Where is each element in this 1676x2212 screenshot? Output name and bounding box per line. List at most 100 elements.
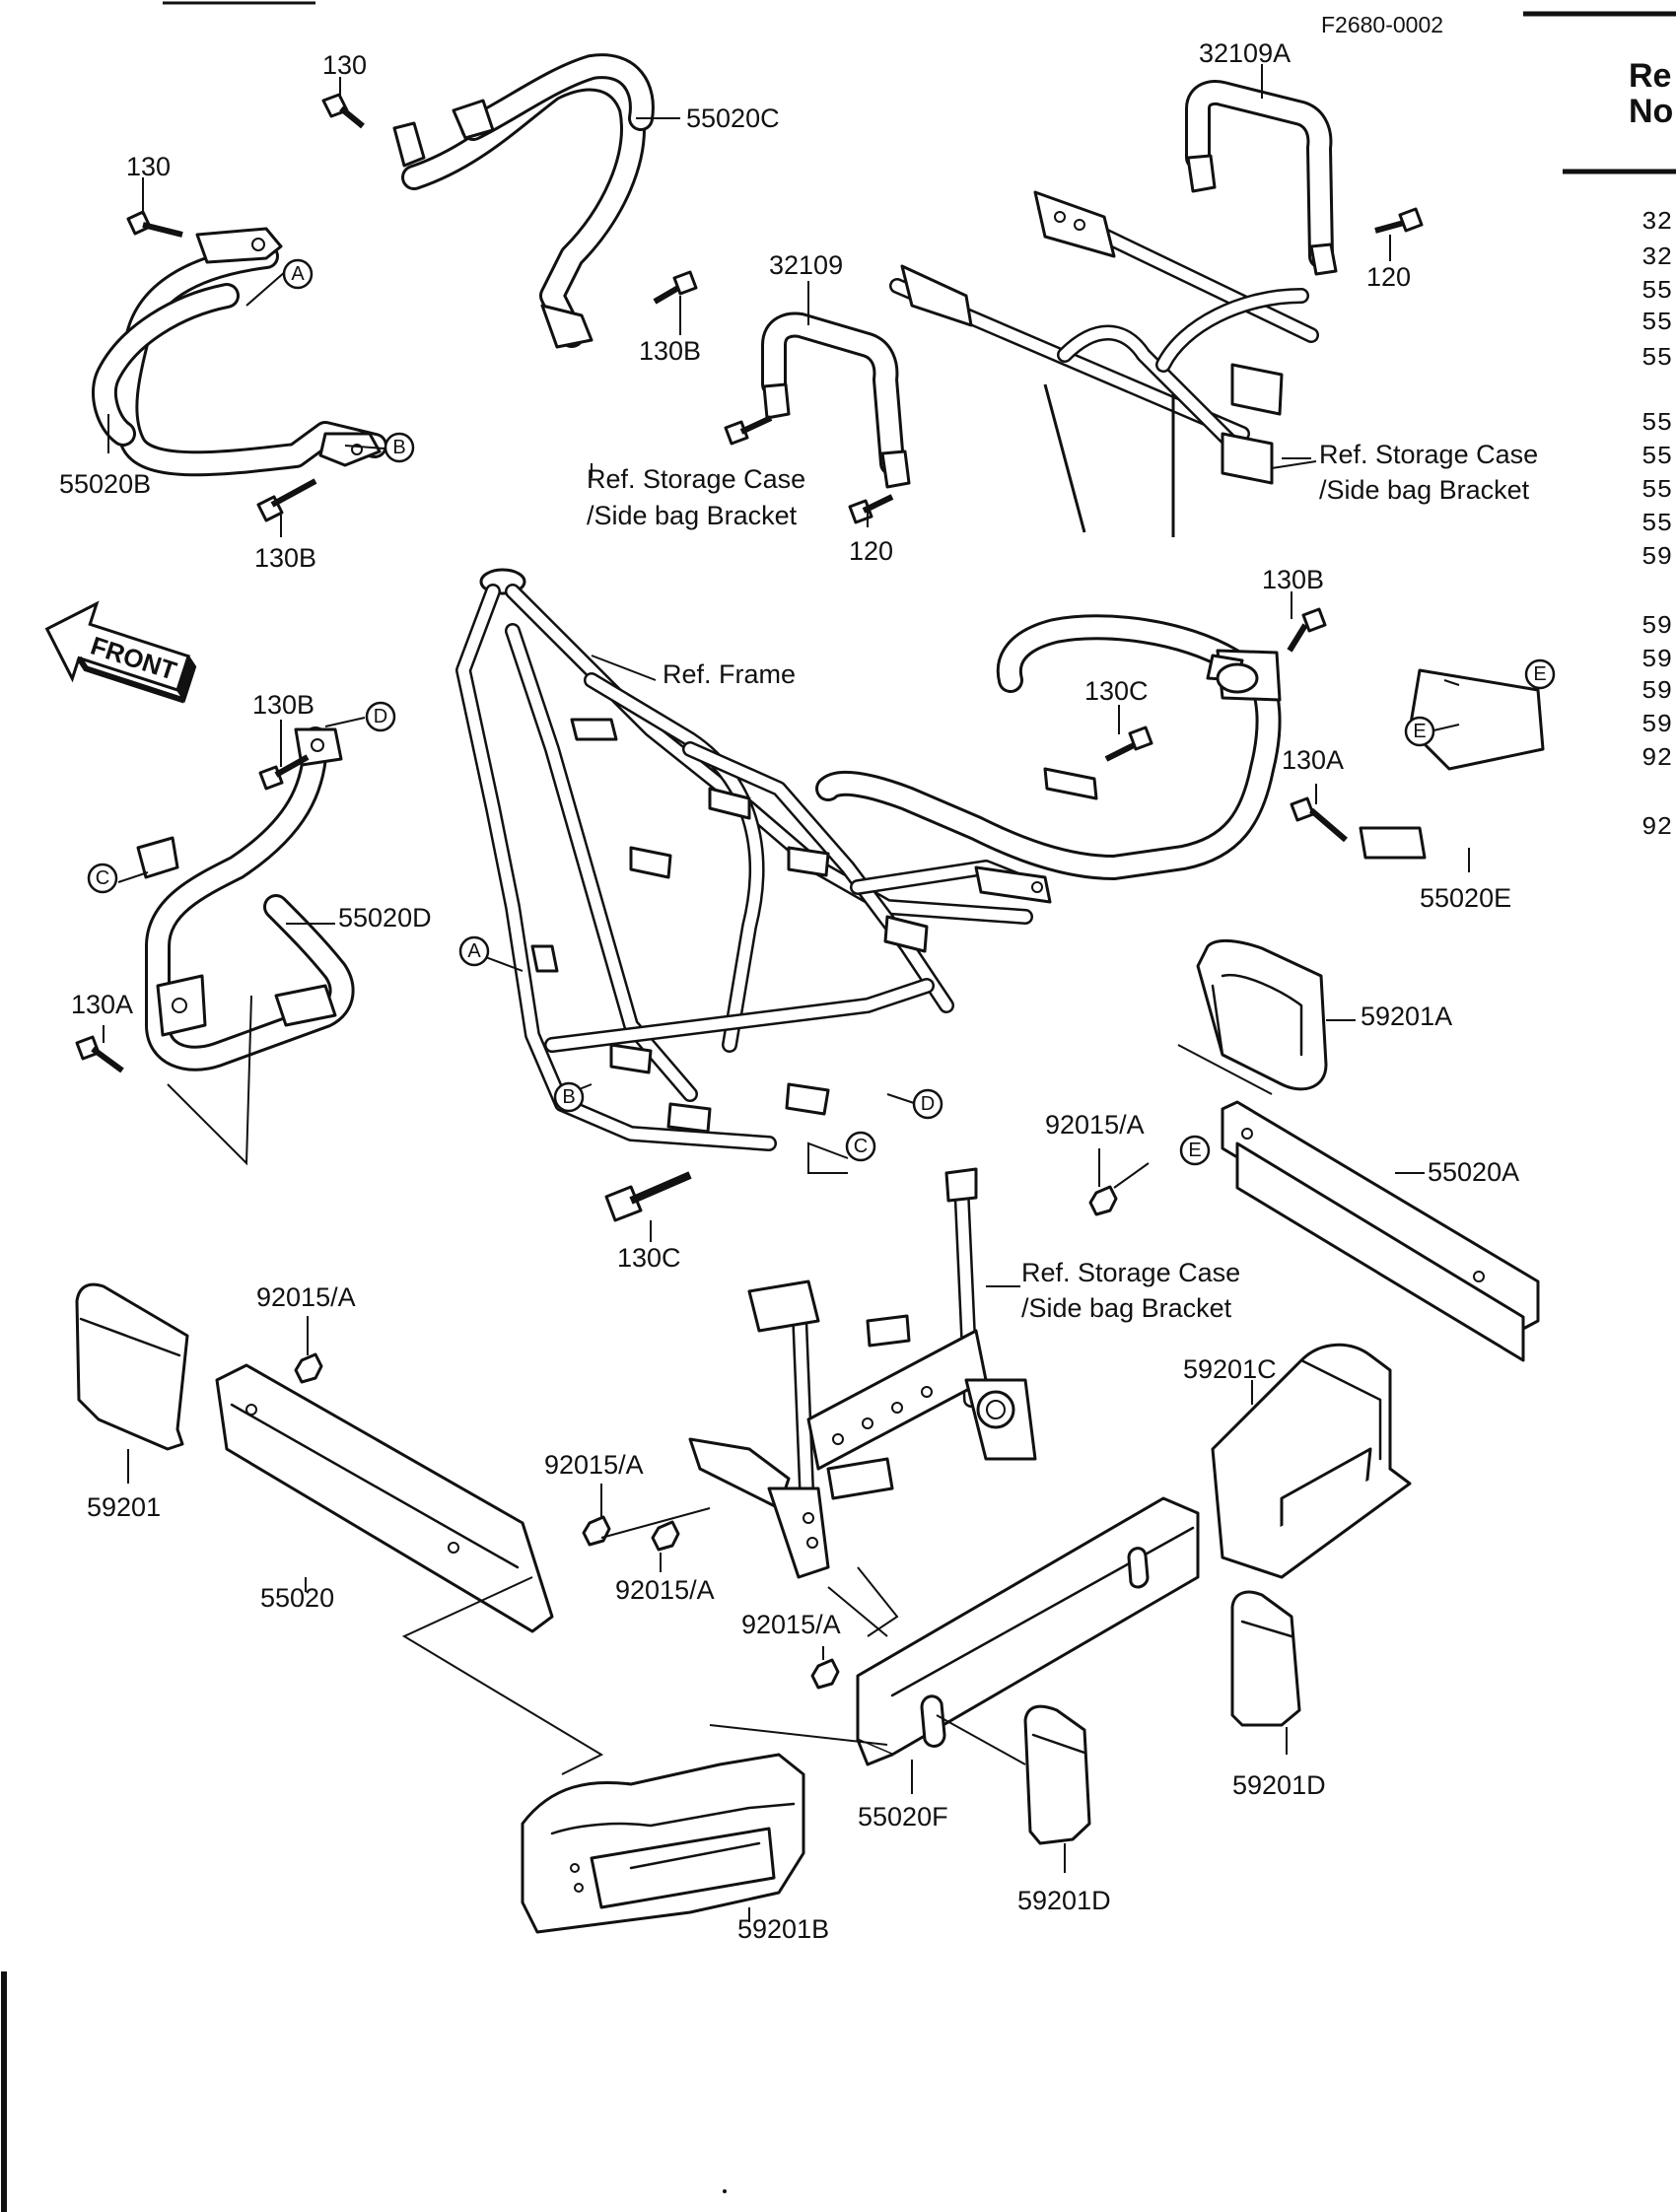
ref-storage-case-bottom-2: /Side bag Bracket [1021, 1293, 1232, 1323]
bolt-130C-bottom [604, 1171, 692, 1222]
sidebar-code: 55 [1641, 442, 1672, 471]
sidebar-code: 55 [1641, 343, 1672, 373]
callout-B-top: B [384, 432, 415, 463]
nut-92015A-5 [810, 1658, 840, 1690]
label-130B-left: 130B [254, 543, 316, 573]
label-55020F: 55020F [858, 1802, 948, 1832]
nut-92015A-4 [651, 1520, 680, 1552]
svg-text:E: E [1188, 1140, 1201, 1161]
ref-storage-case-right-2: /Side bag Bracket [1319, 475, 1530, 505]
sidebar-code: 59 [1641, 676, 1672, 706]
label-130C-bottom: 130C [617, 1243, 681, 1273]
label-55020: 55020 [260, 1583, 334, 1613]
storage-bracket-center [688, 1167, 1037, 1579]
sidebar-code: 59 [1641, 542, 1672, 572]
ref-frame [455, 568, 1052, 1151]
sidebar-header-ref: Re [1629, 57, 1671, 95]
bumper-bar-55020 [215, 1363, 554, 1633]
engine-guard-55020C [392, 53, 655, 349]
sidebar-header-no: No [1629, 93, 1673, 130]
ref-storage-case-left-2: /Side bag Bracket [587, 501, 798, 530]
label-55020B: 55020B [59, 469, 151, 499]
svg-text:E: E [1533, 663, 1546, 685]
svg-text:B: B [562, 1086, 575, 1108]
label-92015A-5: 92015/A [741, 1610, 841, 1639]
grab-handle-32109A [1185, 79, 1338, 276]
label-55020D: 55020D [338, 903, 432, 933]
label-130-left: 130 [126, 152, 171, 181]
ref-frame: Ref. Frame [663, 659, 796, 689]
bolt-130B-guardD [258, 754, 310, 791]
sidebar-code: 32 [1641, 242, 1672, 272]
cover-59201D-center [1023, 1704, 1091, 1845]
sidebar-code: 55 [1641, 308, 1672, 337]
sidebar-code: 55 [1641, 408, 1672, 438]
svg-text:D: D [921, 1093, 935, 1115]
label-130A-right: 130A [1282, 745, 1344, 775]
svg-text:C: C [96, 867, 109, 889]
callout-C-left: C [87, 863, 118, 894]
label-92015A-2: 92015/A [256, 1282, 356, 1312]
bolt-130A-right [1290, 796, 1348, 843]
svg-text:C: C [854, 1136, 868, 1157]
sidebar-code: 59 [1641, 611, 1672, 641]
callout-A-top: A [282, 258, 314, 290]
label-130B-rightguard: 130B [1262, 565, 1324, 594]
callout-E-right-1: E [1524, 658, 1556, 690]
callout-E-bar: E [1179, 1135, 1211, 1166]
corner-cover-59201C [1211, 1343, 1412, 1579]
rear-bracket-assembly [889, 190, 1319, 537]
bolt-130B-mid [653, 270, 698, 305]
engine-guard-55020B [92, 227, 387, 477]
label-130A-left: 130A [71, 990, 133, 1019]
label-32109A: 32109A [1199, 38, 1291, 68]
grab-handle-32109 [761, 311, 911, 489]
bumper-bar-55020A [1221, 1100, 1540, 1362]
sidebar-code: 55 [1641, 276, 1672, 306]
callout-D-left: D [365, 701, 396, 732]
callout-C-frame: C [845, 1131, 876, 1162]
label-59201D-center: 59201D [1017, 1886, 1111, 1915]
bolt-storage-left [724, 415, 773, 446]
svg-text:D: D [374, 706, 387, 727]
callout-E-right-2: E [1404, 716, 1435, 747]
label-55020C: 55020C [686, 104, 780, 133]
label-59201: 59201 [87, 1492, 161, 1522]
svg-text:E: E [1413, 721, 1426, 742]
figure-code: F2680-0002 [1321, 12, 1443, 37]
label-59201B: 59201B [737, 1914, 829, 1944]
label-55020A: 55020A [1428, 1157, 1519, 1187]
part-labels: 130 130 55020C 32109A 120 32109 130B 550… [59, 38, 1538, 1944]
speck [723, 2189, 727, 2193]
label-92015A-1: 92015/A [1045, 1110, 1145, 1140]
bolt-130-left [126, 210, 183, 238]
callouts: A B D C A B D C E E E [87, 258, 1556, 1166]
label-32109: 32109 [769, 250, 843, 280]
sidebar-code: 59 [1641, 645, 1672, 674]
bolt-130-top [321, 93, 365, 129]
label-120-right: 120 [1366, 262, 1411, 292]
svg-text:A: A [467, 940, 481, 962]
svg-text:A: A [291, 263, 305, 285]
label-59201D-right: 59201D [1232, 1770, 1326, 1800]
nut-92015A-2 [294, 1352, 323, 1384]
bolt-130A-left [75, 1035, 124, 1073]
bolt-120-right [1374, 207, 1424, 234]
label-59201C: 59201C [1183, 1354, 1277, 1384]
sidebar-code: 32 [1641, 207, 1672, 237]
sidebar-code: 59 [1641, 710, 1672, 739]
sidebar-code: 55 [1641, 509, 1672, 538]
corner-cover-59201B [521, 1753, 805, 1934]
engine-guard-55020E [815, 614, 1545, 880]
label-55020E: 55020E [1420, 883, 1511, 913]
ref-storage-case-left-1: Ref. Storage Case [587, 464, 805, 494]
sidebar-code: 92 [1641, 812, 1672, 842]
ref-storage-case-bottom-1: Ref. Storage Case [1021, 1258, 1240, 1287]
bumper-bar-55020F [856, 1496, 1200, 1766]
label-130C-right: 130C [1084, 676, 1149, 706]
bolt-130B-left [256, 478, 317, 522]
nut-92015A-1 [1088, 1185, 1118, 1216]
label-130-top: 130 [322, 50, 367, 80]
